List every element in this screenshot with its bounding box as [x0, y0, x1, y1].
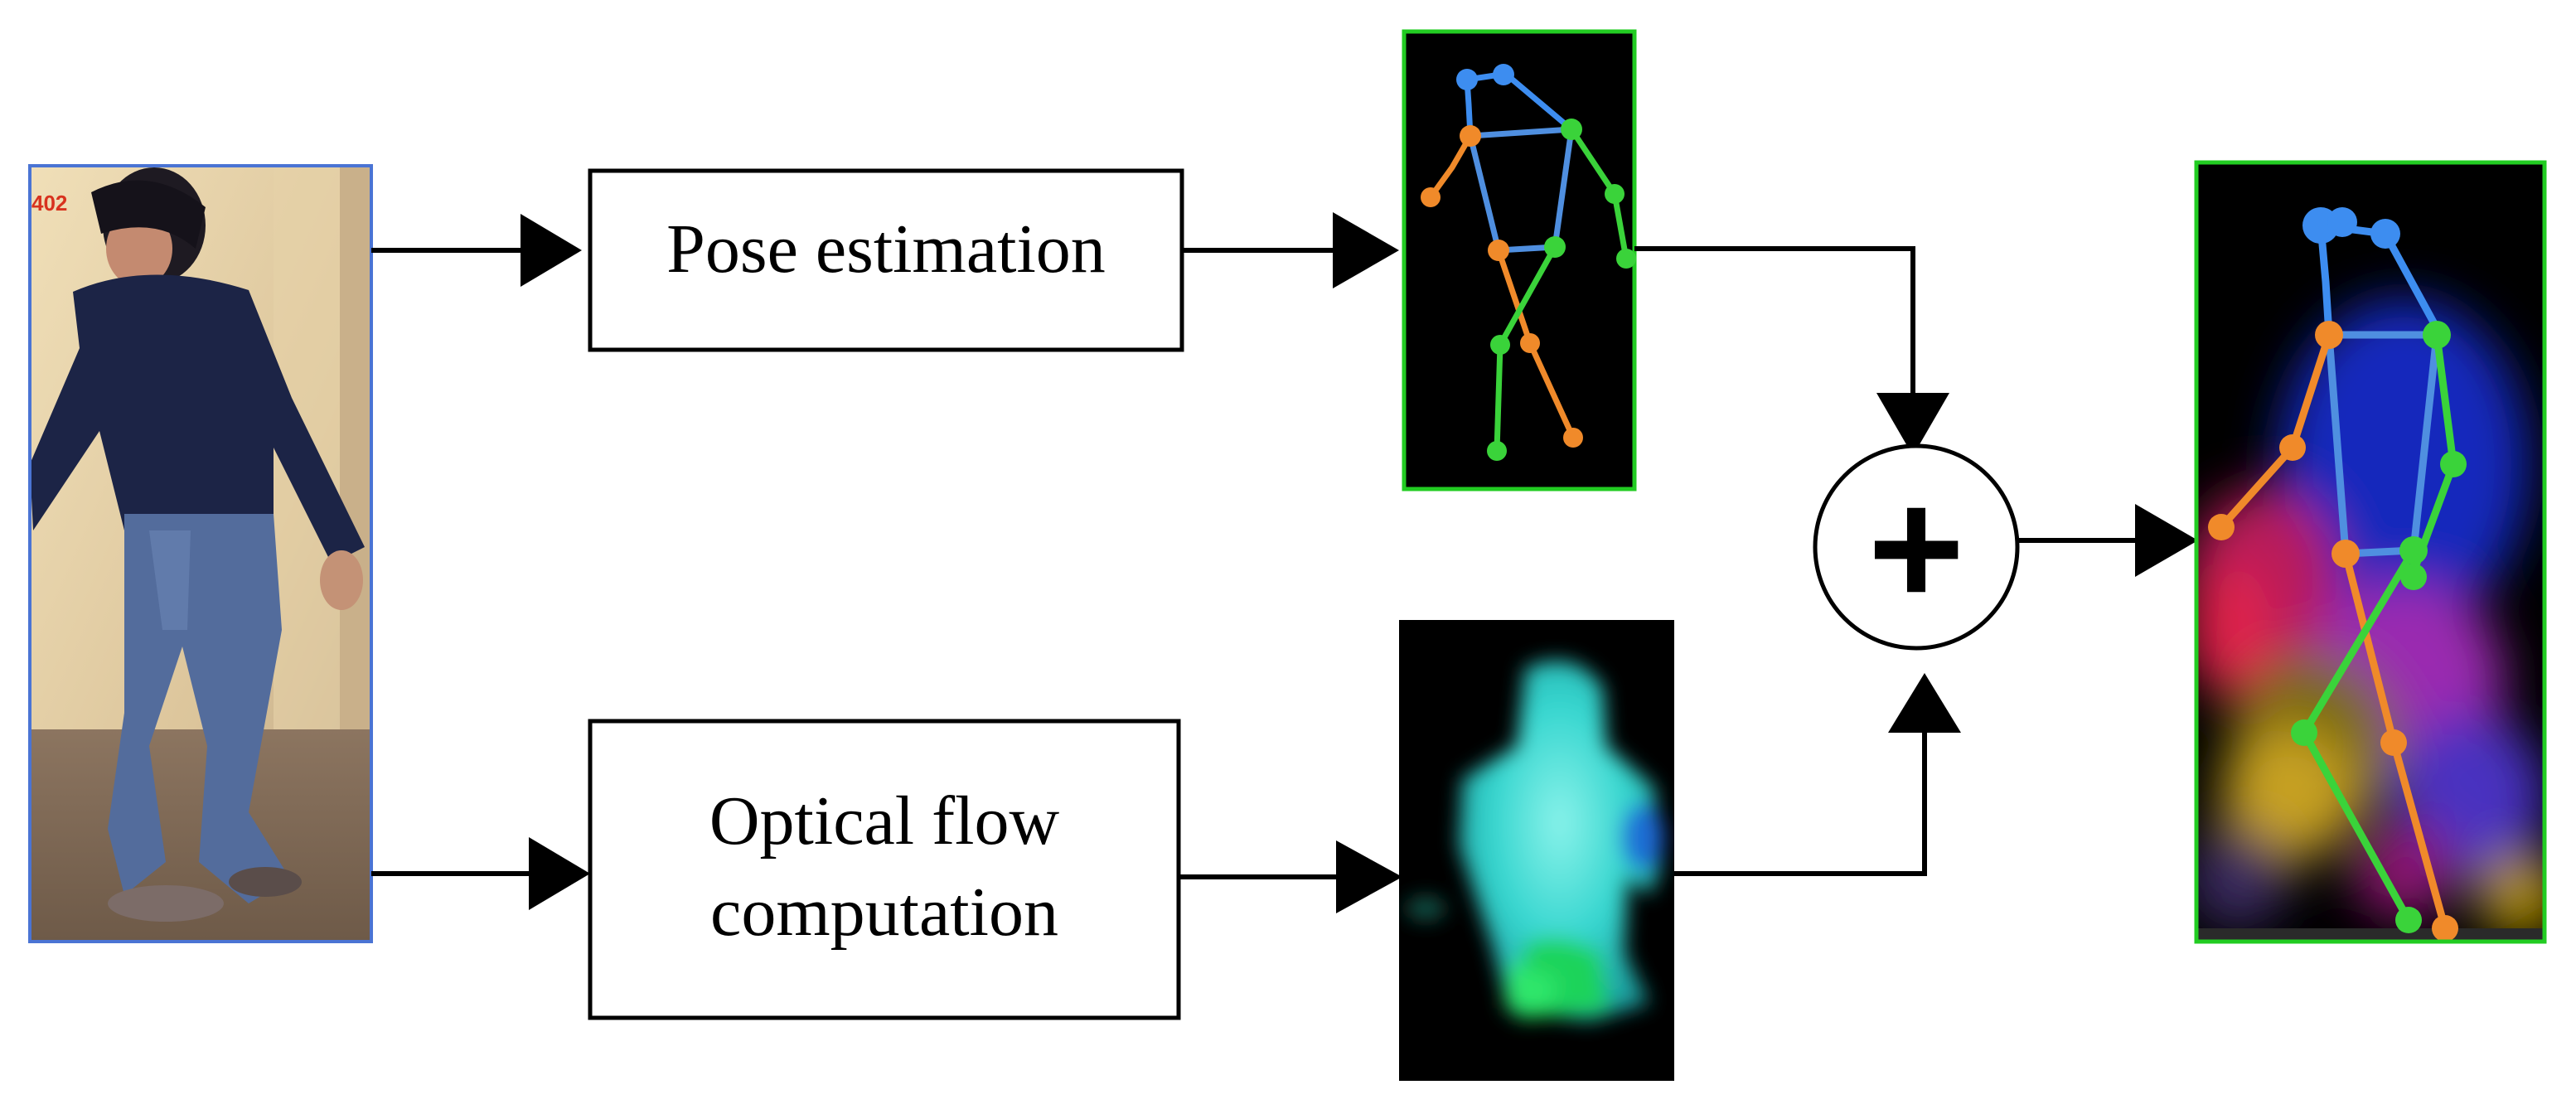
arrow-pose-to-skeleton: [1182, 212, 1399, 288]
fused-output-image: [2194, 160, 2547, 944]
arrow-flow-to-flowmap: [1179, 840, 1402, 913]
input-image: 402: [28, 164, 373, 943]
optical-flow-label-line2: computation: [710, 874, 1058, 951]
fusion-operator: +: [1813, 443, 2020, 651]
pose-estimation-label: Pose estimation: [666, 211, 1106, 288]
optical-flow-label-line1: Optical flow: [709, 782, 1060, 860]
skeleton-right-arm: [1427, 133, 1474, 201]
pose-estimation-box: Pose estimation: [588, 168, 1184, 352]
optical-flow-box: Optical flow computation: [588, 719, 1181, 1020]
optical-flow-image: [1399, 620, 1674, 1081]
arrow-input-to-flow: [371, 837, 590, 910]
arrow-fusion-to-output: [2017, 504, 2198, 577]
plus-icon: +: [1868, 456, 1965, 641]
connector-flow-to-fusion: [1674, 673, 1961, 876]
frame-id-label: 402: [31, 191, 67, 216]
pose-skeleton-image: [1402, 29, 1637, 492]
arrow-input-to-pose: [371, 214, 582, 287]
connector-pose-to-fusion: [1634, 246, 1949, 456]
